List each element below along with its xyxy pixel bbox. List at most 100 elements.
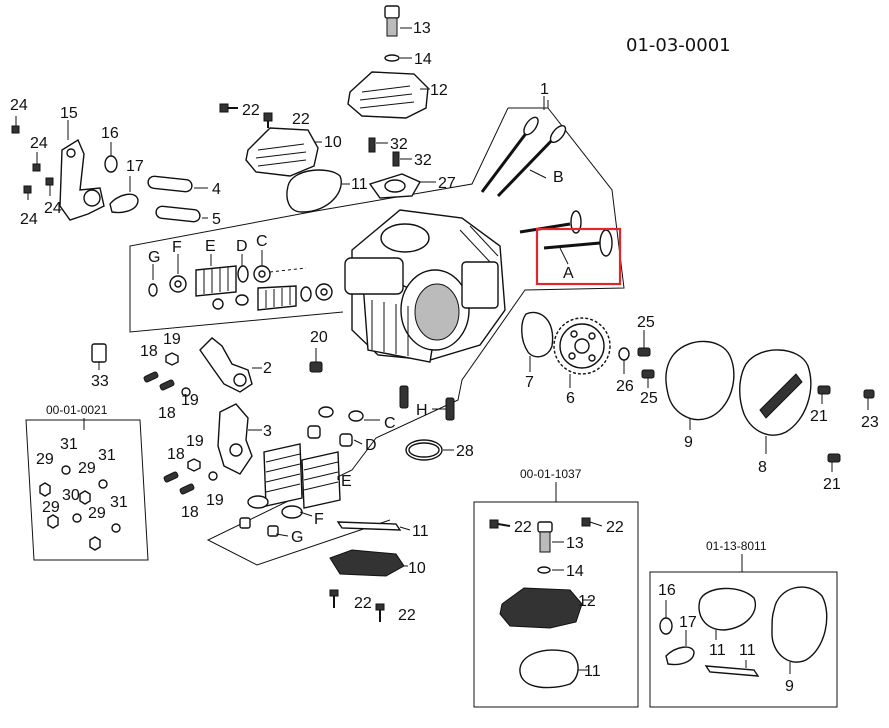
callout-13-b: 13 <box>566 535 584 552</box>
callout-29-a: 29 <box>36 451 54 468</box>
rocker-arm-3 <box>217 403 262 475</box>
subassembly-0021-parts <box>39 465 121 551</box>
callout-10-lower: 10 <box>408 560 426 577</box>
callout-c-lower: C <box>384 415 396 432</box>
callout-18-d: 18 <box>181 504 199 521</box>
oring-16 <box>104 155 118 173</box>
callout-22-d: 22 <box>398 607 416 624</box>
callout-2: 2 <box>263 360 272 377</box>
callout-19-a: 19 <box>163 331 181 348</box>
subassembly-code-8011: 01-13-8011 <box>706 539 767 553</box>
callout-24-b: 24 <box>30 135 48 152</box>
valve-train-lower <box>239 385 455 537</box>
callout-18-a: 18 <box>140 343 158 360</box>
callout-7: 7 <box>525 374 534 391</box>
callout-27: 27 <box>438 175 456 192</box>
rocker-fasteners <box>91 343 323 495</box>
rocker-bracket-15 <box>59 120 105 221</box>
cylinder-head <box>344 209 506 363</box>
stud-32-a <box>368 137 376 153</box>
callout-29-c: 29 <box>42 499 60 516</box>
callout-11-c: 11 <box>709 642 726 659</box>
gasket-9 <box>665 340 735 421</box>
bolt-22-a <box>219 103 238 113</box>
group-outline-top <box>508 100 549 109</box>
subassembly-8011-parts <box>659 586 828 677</box>
callout-19-d: 19 <box>206 492 224 509</box>
callout-24-d: 24 <box>44 200 62 217</box>
callout-f-lower: F <box>314 511 324 528</box>
callout-22-b: 22 <box>292 111 310 128</box>
rocker-arm-2 <box>199 337 262 393</box>
subassembly-code-1037: 00-01-1037 <box>520 467 582 481</box>
callout-25-b: 25 <box>640 390 658 407</box>
washer-14 <box>384 54 400 62</box>
subassembly-box-1037 <box>473 501 639 708</box>
callout-8: 8 <box>758 459 767 476</box>
callout-21-a: 21 <box>810 408 828 425</box>
callout-17-b: 17 <box>679 614 697 631</box>
bolts-25 <box>618 330 655 388</box>
callout-22-c: 22 <box>354 595 372 612</box>
callout-14-b: 14 <box>566 563 584 580</box>
callout-22-f: 22 <box>606 519 624 536</box>
fitting-13 <box>384 5 412 37</box>
cover-12 <box>347 71 430 119</box>
callout-29-b: 29 <box>78 460 96 477</box>
callout-23: 23 <box>861 414 879 431</box>
callout-26: 26 <box>616 378 634 395</box>
bolts-24 <box>11 116 54 200</box>
callout-b: B <box>553 169 564 186</box>
callout-e-lower: E <box>341 473 352 490</box>
callout-9-b: 9 <box>785 678 794 695</box>
callout-f-upper: F <box>172 239 182 256</box>
callout-12: 12 <box>430 82 448 99</box>
pin-4 <box>147 175 208 193</box>
valve-b: B <box>480 116 567 198</box>
callout-d-lower: D <box>365 437 377 454</box>
cover-8 <box>739 349 812 454</box>
callout-11-d: 11 <box>739 642 756 659</box>
callout-33: 33 <box>91 373 109 390</box>
valve-group-outline <box>129 107 509 333</box>
callout-18-c: 18 <box>167 446 185 463</box>
sprocket-6 <box>553 317 611 388</box>
callout-31-a: 31 <box>60 436 78 453</box>
callout-20: 20 <box>310 329 328 346</box>
callout-g-lower: G <box>291 529 303 546</box>
callout-9: 9 <box>684 434 693 451</box>
stud-32-b <box>392 151 400 167</box>
callout-h: H <box>416 402 428 419</box>
bolt-22-b <box>263 112 273 128</box>
callout-31-b: 31 <box>98 447 116 464</box>
valve-a: A <box>519 210 613 282</box>
valve-train-upper <box>148 250 333 311</box>
gasket-17 <box>109 193 139 214</box>
callout-32-a: 32 <box>390 136 408 153</box>
callout-22-a: 22 <box>242 102 260 119</box>
callout-29-d: 29 <box>88 505 106 522</box>
circlip-7 <box>521 311 554 358</box>
subassembly-box-8011 <box>649 571 838 708</box>
highlight-box-a <box>535 227 622 286</box>
callout-11: 11 <box>351 176 368 193</box>
subassembly-box-0021 <box>25 419 149 561</box>
callout-4: 4 <box>212 181 221 198</box>
callout-32-b: 32 <box>414 152 432 169</box>
gasket-11-lower <box>336 521 402 531</box>
callout-24-a: 24 <box>10 97 28 114</box>
gasket-11 <box>286 169 342 213</box>
callout-11-lower: 11 <box>412 523 429 540</box>
callout-5: 5 <box>212 211 221 228</box>
callout-3: 3 <box>263 423 272 440</box>
callout-30: 30 <box>62 487 80 504</box>
callout-10: 10 <box>324 134 342 151</box>
callout-17: 17 <box>126 158 144 175</box>
callout-a: A <box>563 265 574 282</box>
bolts-21 <box>817 385 875 472</box>
callout-28: 28 <box>456 443 474 460</box>
callout-18-b: 18 <box>158 405 176 422</box>
callout-31-c: 31 <box>110 494 128 511</box>
